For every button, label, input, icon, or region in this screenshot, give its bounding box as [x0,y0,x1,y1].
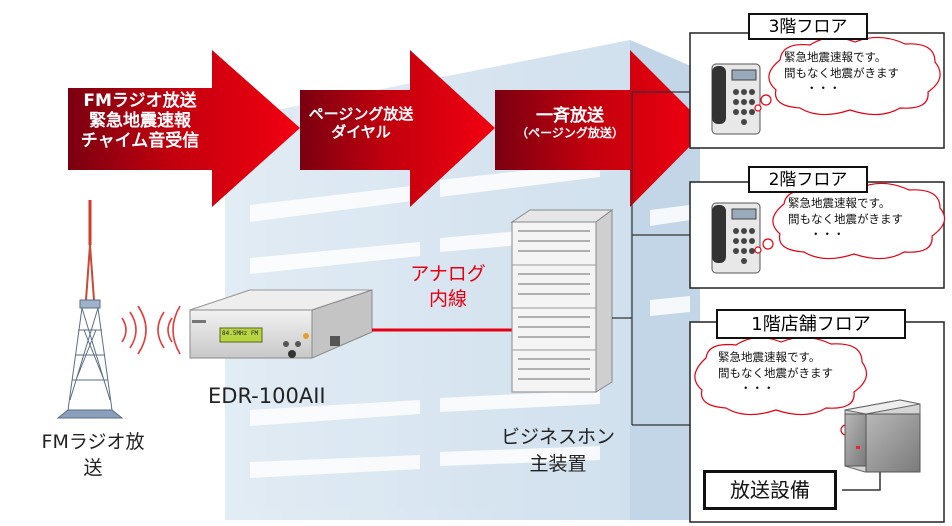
floor-2-message-dots: ・・・ [810,227,845,242]
floor-1-message: 緊急地震速報です。 間もなく地震がきます ・・・ [718,350,833,397]
floor-1-message-line-2: 間もなく地震がきます [718,365,833,380]
floor-1-message-dots: ・・・ [740,381,775,396]
floor-3-title: 3階フロア [748,13,868,40]
tower-label-line-1: FMラジオ放 [41,431,145,453]
floor-2-message: 緊急地震速報です。 間もなく地震がきます ・・・ [788,196,903,243]
floor-3-message-dots: ・・・ [806,81,841,96]
receiver-label: EDR-100AII [208,384,326,408]
floor-2-title: 2階フロア [748,166,868,193]
pbx-unit-icon [510,209,614,393]
floor-2-message-line-1: 緊急地震速報です。 [788,196,891,210]
floor-2-message-line-2: 間もなく地震がきます [788,211,903,226]
arrow-paging-dial [300,50,495,207]
equipment-speaker-wire [842,472,881,491]
wiring-lines [612,91,690,426]
arrow-fm-receive [68,50,300,207]
floor-3-message-line-1: 緊急地震速報です。 [784,50,887,64]
speaker-icon [844,399,921,473]
analog-label-line-1: アナログ [410,263,486,285]
analog-label: アナログ 内線 [398,262,498,311]
pbx-label-line-2: 主装置 [529,452,587,475]
arrow-broadcast-sub: （ページング放送） [516,126,624,141]
arrow-broadcast-text: 一斉放送 （ページング放送） [495,106,645,140]
radio-tower-icon [56,200,124,419]
phone-icon-floor-2 [711,202,761,274]
floor-1-message-line-1: 緊急地震速報です。 [718,350,821,364]
receiver-device-icon [189,289,373,359]
tower-label: FMラジオ放 送 [28,430,158,481]
tower-label-line-2: 送 [83,456,103,479]
arrow-fm-text: FMラジオ放送 緊急地震速報 チャイム音受信 [70,91,210,151]
pbx-label-line-1: ビジネスホン [500,426,615,448]
arrow-broadcast [495,50,708,207]
arrow-broadcast-main: 一斉放送 [536,106,604,126]
pbx-label: ビジネスホン 主装置 [478,424,638,477]
arrow-paging-line-1: ページング放送 [308,105,414,123]
arrow-fm-line-1: FMラジオ放送 [83,91,197,111]
arrow-fm-line-3: チャイム音受信 [80,131,200,152]
floor-3-message: 緊急地震速報です。 間もなく地震がきます ・・・ [784,50,899,97]
broadcast-equipment-box: 放送設備 [703,470,837,510]
arrow-paging-text: ページング放送 ダイヤル [300,105,422,141]
phone-icon-floor-3 [711,63,761,135]
arrow-paging-line-2: ダイヤル [331,122,391,141]
radio-waves-icon [121,305,181,355]
arrow-fm-line-2: 緊急地震速報 [89,111,191,132]
floor-3-message-line-2: 間もなく地震がきます [784,65,899,80]
analog-label-line-2: 内線 [428,287,467,310]
receiver-display-text: 84.5MHz FM [222,330,259,337]
floor-1-title: 1階店舗フロア [716,309,906,339]
